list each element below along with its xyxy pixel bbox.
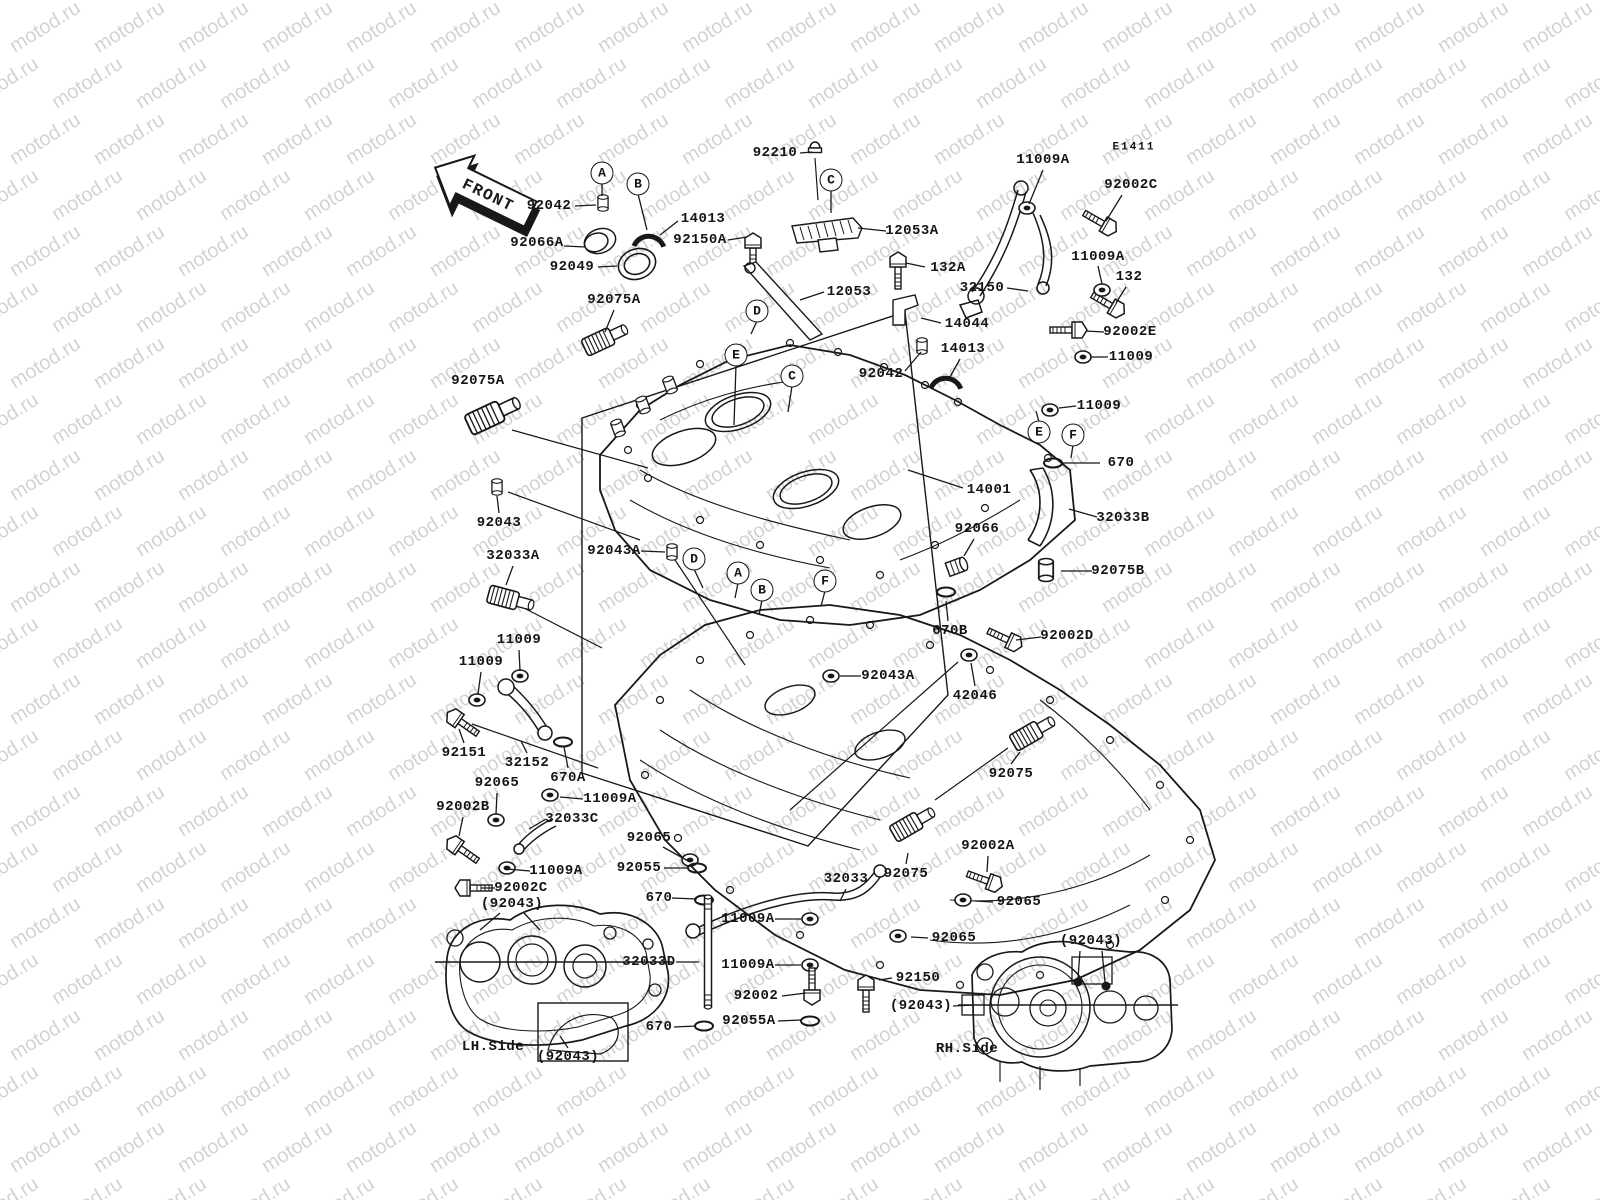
part-label: 92075 bbox=[988, 766, 1034, 782]
part-label: 32033 bbox=[823, 871, 869, 887]
callout-circle: D bbox=[682, 547, 706, 571]
part-label: 12053A bbox=[885, 223, 939, 239]
part-label: 92042 bbox=[526, 198, 572, 214]
lever-32152 bbox=[497, 678, 553, 741]
part-label: 92150A bbox=[673, 232, 727, 248]
part-label: 92065 bbox=[626, 830, 672, 846]
callout-circle: A bbox=[726, 561, 750, 585]
part-label: 670 bbox=[1107, 455, 1135, 471]
part-label: 12053 bbox=[826, 284, 872, 300]
part-label: 11009 bbox=[458, 654, 504, 670]
callout-circle: B bbox=[626, 172, 650, 196]
callout-circle: F bbox=[813, 569, 837, 593]
part-label: 11009A bbox=[721, 911, 775, 927]
part-label: 92075A bbox=[451, 373, 505, 389]
part-label: 92043A bbox=[587, 543, 641, 559]
part-label: (92043) bbox=[536, 1049, 600, 1065]
part-label: 32033C bbox=[545, 811, 599, 827]
part-label: 92002B bbox=[436, 799, 490, 815]
part-label: 92066A bbox=[510, 235, 564, 251]
guide-bar-12053 bbox=[742, 261, 824, 341]
part-label: 32033A bbox=[486, 548, 540, 564]
part-label: 92065 bbox=[931, 930, 977, 946]
bracket-14044 bbox=[892, 294, 919, 326]
pipe-32033c bbox=[513, 818, 557, 855]
part-label: 92043A bbox=[861, 668, 915, 684]
part-label: 11009 bbox=[496, 632, 542, 648]
part-label: 92002E bbox=[1103, 324, 1157, 340]
part-label: 92210 bbox=[752, 145, 798, 161]
part-label: 92150 bbox=[895, 970, 941, 986]
part-label: 42046 bbox=[952, 688, 998, 704]
part-label: 92075A bbox=[587, 292, 641, 308]
part-label: (92043) bbox=[1059, 933, 1123, 949]
construction-lines bbox=[471, 157, 1009, 811]
part-label: 92049 bbox=[549, 259, 595, 275]
callout-circle: B bbox=[750, 578, 774, 602]
oil-pipe-32033 bbox=[685, 864, 887, 939]
lh-cover-drawing bbox=[435, 904, 672, 1062]
part-label: (92043) bbox=[889, 998, 953, 1014]
part-label: 92075B bbox=[1091, 563, 1145, 579]
part-label: 11009 bbox=[1108, 349, 1154, 365]
rh-cover-drawing bbox=[958, 940, 1178, 1090]
part-label: 670 bbox=[645, 1019, 673, 1035]
part-label: (92043) bbox=[480, 896, 544, 912]
part-label: 32033D bbox=[622, 954, 676, 970]
part-label: 670A bbox=[550, 770, 586, 786]
part-label: 92066 bbox=[954, 521, 1000, 537]
part-label: 32152 bbox=[504, 755, 550, 771]
part-label: 92065 bbox=[474, 775, 520, 791]
part-label: 11009 bbox=[1076, 398, 1122, 414]
part-label: 14013 bbox=[940, 341, 986, 357]
part-label: 92151 bbox=[441, 745, 487, 761]
part-label: LH.Side bbox=[461, 1039, 525, 1055]
callout-circle: E bbox=[724, 343, 748, 367]
part-label: 14044 bbox=[944, 316, 990, 332]
part-label: 92042 bbox=[858, 366, 904, 382]
callout-circle: A bbox=[590, 161, 614, 185]
part-label: 11009A bbox=[1016, 152, 1070, 168]
part-label: 14013 bbox=[680, 211, 726, 227]
part-label: 92002 bbox=[733, 988, 779, 1004]
part-label: 11009A bbox=[583, 791, 637, 807]
callout-circle: C bbox=[780, 364, 804, 388]
guide-plate-12053a bbox=[791, 217, 863, 253]
part-label: 32150 bbox=[959, 280, 1005, 296]
callout-circle: D bbox=[745, 299, 769, 323]
leader-lines bbox=[458, 151, 1127, 1049]
part-label: 14001 bbox=[966, 482, 1012, 498]
callout-circle: F bbox=[1061, 423, 1085, 447]
part-label: E1411 bbox=[1112, 141, 1156, 154]
part-label: 670 bbox=[645, 890, 673, 906]
lower-crankcase-drawing bbox=[614, 604, 1216, 996]
hose-32033b bbox=[1027, 467, 1054, 547]
part-label: 11009A bbox=[529, 863, 583, 879]
callout-circle: C bbox=[819, 168, 843, 192]
upper-crankcase-drawing bbox=[599, 338, 1076, 626]
part-glyphs bbox=[442, 141, 1130, 1032]
part-label: 670B bbox=[932, 623, 968, 639]
part-label: 92002A bbox=[961, 838, 1015, 854]
part-label: 92043 bbox=[476, 515, 522, 531]
part-label: 92055A bbox=[722, 1013, 776, 1029]
part-label: 11009A bbox=[1071, 249, 1125, 265]
callout-circle: E bbox=[1027, 420, 1051, 444]
part-label: 92055 bbox=[616, 860, 662, 876]
part-label: 92002D bbox=[1040, 628, 1094, 644]
part-label: 11009A bbox=[721, 957, 775, 973]
part-label: 92002C bbox=[1104, 177, 1158, 193]
part-label: 132A bbox=[930, 260, 966, 276]
part-label: 92075 bbox=[883, 866, 929, 882]
part-label: 92002C bbox=[494, 880, 548, 896]
part-label: 132 bbox=[1115, 269, 1143, 285]
part-label: RH.Side bbox=[935, 1041, 999, 1057]
part-label: 32033B bbox=[1096, 510, 1150, 526]
part-label: 92065 bbox=[996, 894, 1042, 910]
